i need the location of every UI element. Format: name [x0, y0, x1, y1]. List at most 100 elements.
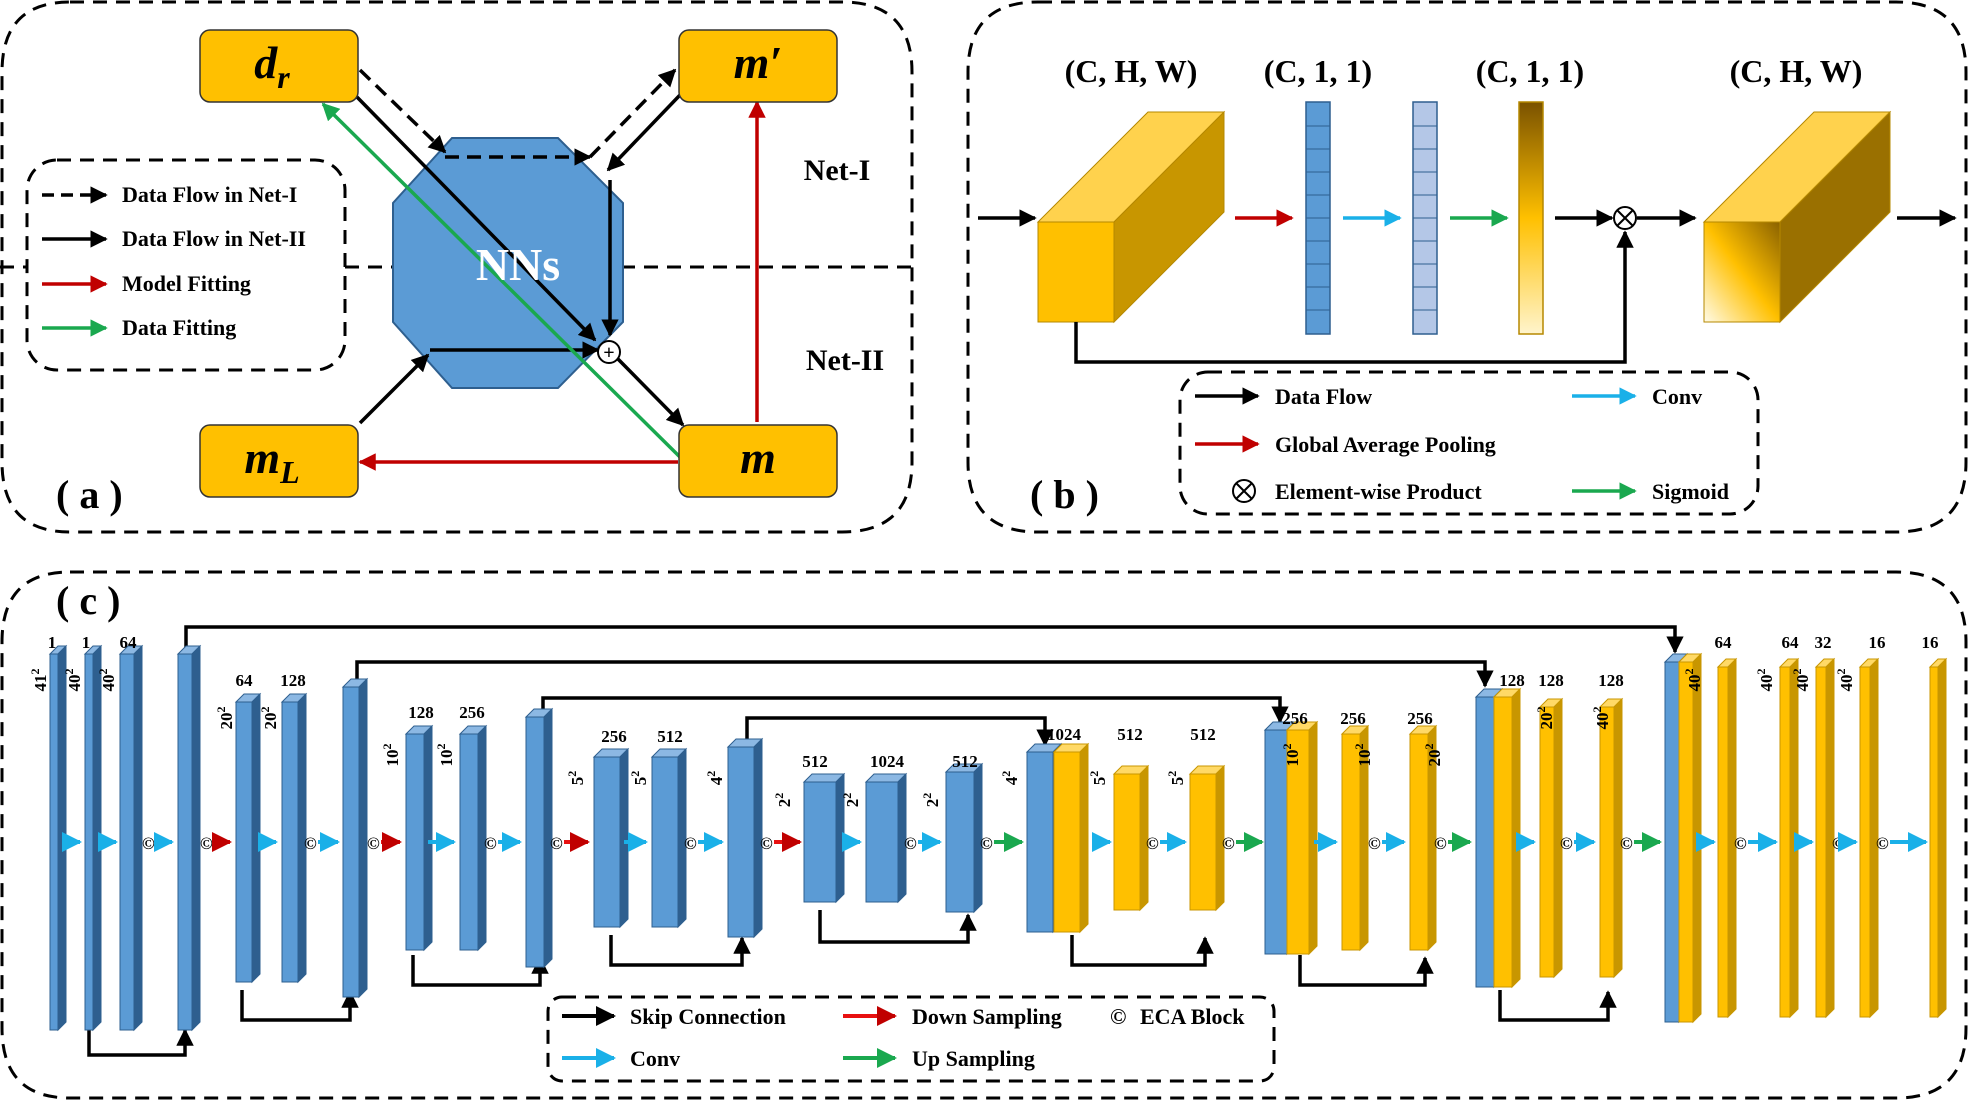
node-ml-label: mL	[244, 432, 299, 490]
feature-block-26	[1538, 697, 1564, 979]
svg-text:402: 402	[1682, 669, 1704, 692]
size-label-4: 202	[258, 707, 280, 730]
feature-block-22	[1340, 724, 1370, 952]
eca-symbol-18: ©	[1222, 834, 1235, 853]
legend-a-item-3: Data Fitting	[122, 315, 236, 340]
legend-c-item-2: ECA Block	[1140, 1004, 1245, 1029]
eca-symbol-14: ©	[904, 834, 917, 853]
channel-label-7: 256	[601, 727, 627, 746]
size-label-7: 52	[565, 771, 587, 786]
feature-block-7	[404, 724, 434, 952]
arrow-to-mprime-dashed	[588, 68, 677, 159]
legend-b-box	[1178, 370, 1760, 516]
eca-symbol-17: ©	[1146, 834, 1159, 853]
net1-label: Net-I	[804, 154, 871, 187]
eca-symbol-11: ©	[684, 834, 697, 853]
legend-a-item-0: Data Flow in Net-I	[122, 182, 297, 207]
svg-text:402: 402	[1834, 669, 1856, 692]
eca-symbol-15: ©	[980, 834, 993, 853]
size-label-2: 402	[96, 669, 118, 692]
svg-text:402: 402	[1790, 669, 1812, 692]
operation-arrows: ©©©©©©©©©©©©©©©©©©©	[62, 832, 1928, 853]
size-label-15: 52	[1165, 771, 1187, 786]
sigmoid-vector	[1518, 101, 1544, 335]
feature-block-5	[280, 692, 308, 984]
sum-node	[597, 340, 621, 364]
feature-block-12	[726, 737, 764, 939]
channel-label-20: 128	[1598, 671, 1624, 690]
channel-label-15: 256	[1282, 709, 1308, 728]
size-label-17: 102	[1352, 744, 1374, 767]
feature-block-0	[48, 644, 68, 1032]
channel-label-0: 1	[48, 633, 57, 652]
legend-a-box	[25, 158, 347, 372]
eca-symbol-9: ©	[550, 834, 563, 853]
svg-text:52: 52	[565, 771, 587, 786]
channel-label-11: 512	[952, 752, 978, 771]
eca-symbol-26: ©	[1734, 834, 1747, 853]
svg-text:402: 402	[1590, 707, 1612, 730]
size-label-12: 22	[920, 793, 942, 808]
node-m-label: m	[740, 432, 776, 483]
arrow-mprime-back	[606, 93, 682, 172]
size-label-21: 402	[1682, 669, 1704, 692]
conv-vector	[1412, 101, 1438, 335]
feature-block-3	[176, 644, 202, 1032]
feature-block-11	[650, 747, 688, 929]
panel-a-border	[0, 0, 914, 534]
svg-text:102: 102	[380, 744, 402, 767]
feature-block-21	[1285, 720, 1319, 956]
svg-text:52: 52	[628, 771, 650, 786]
svg-text:22: 22	[772, 793, 794, 808]
channel-label-5: 128	[408, 703, 434, 722]
node-dr	[199, 29, 359, 103]
panel-a: + NNs dr m′ mL m Net-I Net-II Data Flow …	[0, 0, 914, 534]
eca-symbol-2: ©	[142, 834, 155, 853]
product-cross-b	[1616, 209, 1634, 227]
channel-label-8: 512	[657, 727, 683, 746]
feature-block-27	[1598, 697, 1624, 979]
feature-block-2	[118, 644, 144, 1032]
size-label-20: 402	[1590, 707, 1612, 730]
size-label-3: 202	[214, 707, 236, 730]
svg-text:42: 42	[704, 771, 726, 786]
svg-text:402: 402	[1754, 669, 1776, 692]
eca-symbol-24: ©	[1620, 834, 1633, 853]
channel-label-12: 1024	[1047, 725, 1082, 744]
size-label-16: 102	[1280, 744, 1302, 767]
output-cube	[1702, 110, 1892, 324]
svg-text:202: 202	[258, 707, 280, 730]
size-label-8: 52	[628, 771, 650, 786]
feature-block-29	[1677, 652, 1703, 1024]
panel-c-border	[0, 570, 1968, 1100]
legend-c-item-4: Up Sampling	[912, 1046, 1035, 1071]
channel-label-23: 32	[1815, 633, 1832, 652]
svg-text:202: 202	[214, 707, 236, 730]
size-label-23: 402	[1790, 669, 1812, 692]
legend-b-item-1: Global Average Pooling	[1275, 432, 1496, 457]
svg-text:202: 202	[1534, 707, 1556, 730]
svg-text:102: 102	[434, 744, 456, 767]
size-label-0: 412	[28, 669, 50, 692]
arrow-data-fitting	[321, 102, 687, 464]
svg-text:402: 402	[62, 669, 84, 692]
eca-symbol-6: ©	[367, 834, 380, 853]
panel-b-label: ( b )	[1030, 472, 1099, 517]
channel-label-4: 128	[280, 671, 306, 690]
legend-b-item-3: Conv	[1652, 384, 1702, 409]
arrow-dr-into-nns	[353, 93, 597, 342]
legend-c-eca-symbol: ©	[1110, 1004, 1126, 1029]
eca-symbol-5: ©	[304, 834, 317, 853]
size-label-19: 202	[1534, 707, 1556, 730]
svg-text:22: 22	[840, 793, 862, 808]
eca-symbol-20: ©	[1368, 834, 1381, 853]
eca-symbol-12: ©	[760, 834, 773, 853]
eca-symbol-29: ©	[1876, 834, 1889, 853]
feature-block-34	[1928, 657, 1948, 1019]
feature-blocks	[48, 644, 1948, 1032]
channel-label-24: 16	[1869, 633, 1886, 652]
panel-c-label: ( c )	[56, 578, 120, 623]
feature-block-13	[802, 772, 846, 904]
channel-label-25: 16	[1922, 633, 1939, 652]
channel-label-10: 1024	[870, 752, 905, 771]
